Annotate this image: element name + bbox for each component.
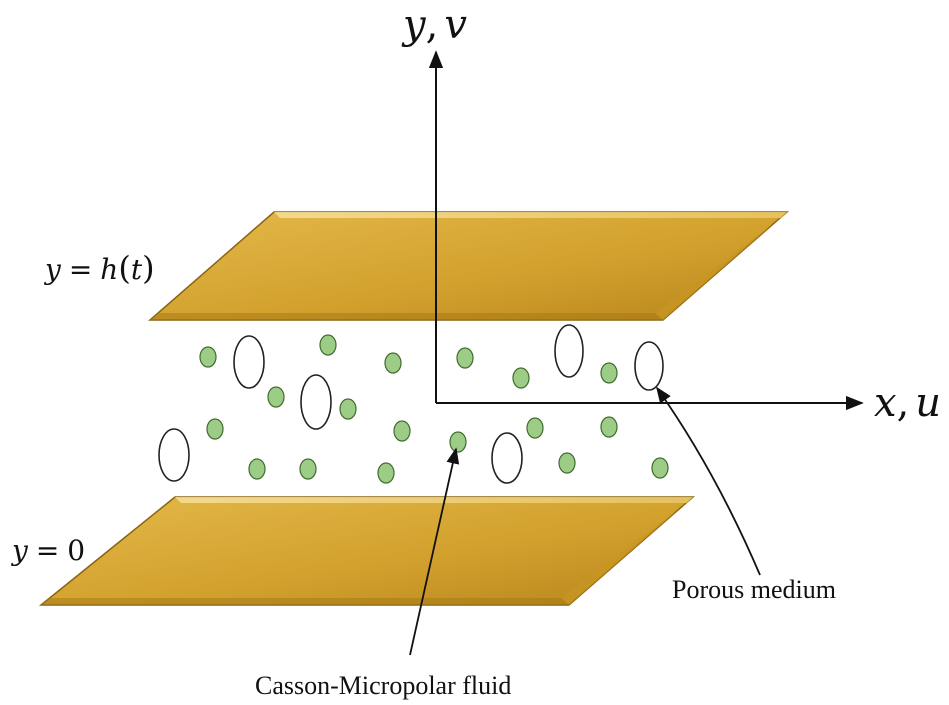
particle (600, 362, 618, 384)
particle (393, 420, 411, 442)
particle (558, 452, 576, 474)
particle (600, 416, 618, 438)
top-plate-equation: y=h(t) (43, 249, 155, 287)
pore (158, 428, 190, 482)
particle (526, 417, 544, 439)
casson-micropolar-fluid-label: Casson-Micropolar fluid (255, 671, 511, 700)
particle (449, 431, 467, 453)
porous-medium-leader (656, 386, 761, 576)
fluid-leader (409, 447, 460, 656)
pore (554, 324, 584, 378)
y-axis-label: y,v (401, 2, 467, 48)
pores (158, 324, 664, 484)
particle (651, 457, 669, 479)
top-plate (147, 211, 790, 321)
particle (299, 458, 317, 480)
particle (456, 347, 474, 369)
pore (491, 432, 523, 484)
particle (319, 334, 337, 356)
bottom-plate (38, 496, 696, 606)
pore (233, 335, 265, 389)
particle (339, 398, 357, 420)
particle (206, 418, 224, 440)
porous-medium-label: Porous medium (672, 575, 836, 604)
particle (377, 462, 395, 484)
particle (512, 367, 530, 389)
particle (267, 386, 285, 408)
particle (248, 458, 266, 480)
x-axis-label: x,u (874, 380, 941, 426)
particles (199, 334, 669, 484)
particle (384, 352, 402, 374)
bottom-plate-equation: y=0 (10, 534, 85, 567)
pore (634, 341, 664, 391)
particle (199, 346, 217, 368)
pore (300, 374, 332, 430)
